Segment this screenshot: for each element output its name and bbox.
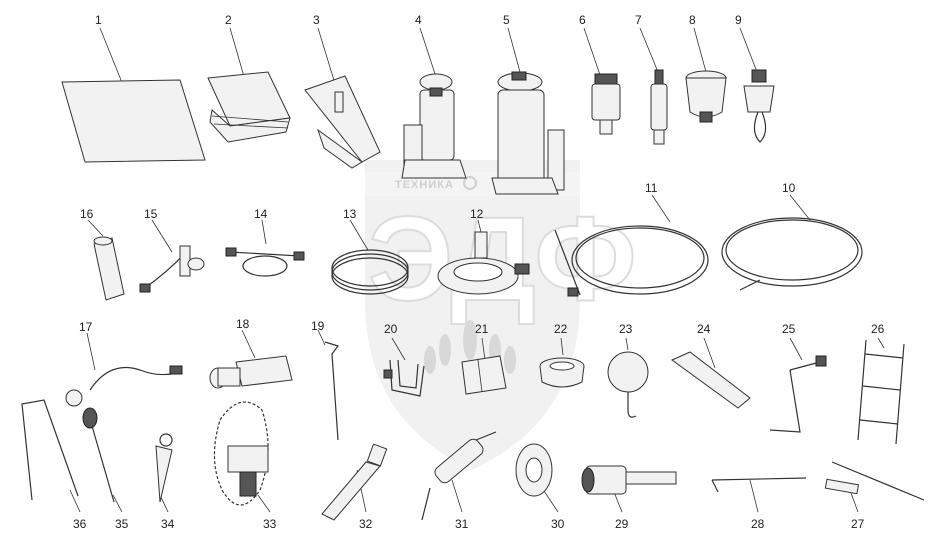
- part-4-hydraulic-jack: [401, 73, 467, 179]
- part-35-brush: [82, 407, 115, 503]
- part-16-cylinder: [93, 236, 125, 301]
- part-29-cylinder-tool: [581, 465, 677, 495]
- label-21: 21: [475, 322, 489, 336]
- part-18-pipe: [209, 355, 293, 389]
- label-28: 28: [751, 517, 765, 531]
- part-12-ring-nozzle: [437, 231, 530, 295]
- part-7-cylinder: [650, 69, 668, 145]
- label-9: 9: [735, 13, 742, 27]
- label-18: 18: [236, 317, 250, 331]
- watermark-top-text: ТЕХНИКА: [395, 179, 454, 191]
- part-19-rod: [324, 341, 339, 441]
- label-31: 31: [455, 517, 469, 531]
- watermark: ТЕХНИКА ЭДФ: [365, 160, 638, 470]
- part-6-filter: [591, 73, 621, 135]
- label-29: 29: [615, 517, 629, 531]
- label-1: 1: [95, 13, 102, 27]
- number-labels: 1 2 3 4 5 6 7 8 9 10 11 12 13 14 15 16 1…: [73, 13, 885, 531]
- label-20: 20: [384, 322, 398, 336]
- part-9-cap: [743, 69, 775, 143]
- label-35: 35: [115, 517, 129, 531]
- label-8: 8: [689, 13, 696, 27]
- label-24: 24: [697, 322, 711, 336]
- label-14: 14: [254, 207, 268, 221]
- label-11: 11: [645, 181, 658, 195]
- label-19: 19: [311, 319, 325, 333]
- label-30: 30: [551, 517, 565, 531]
- label-10: 10: [782, 181, 796, 195]
- part-14-hose-small: [225, 247, 305, 277]
- part-34-spike: [155, 433, 173, 503]
- part-2-pad-stack: [207, 71, 291, 143]
- watermark-logo: ЭДФ: [368, 192, 637, 326]
- part-20-clamp: [383, 359, 425, 397]
- part-31-grease-gun: [421, 431, 497, 521]
- label-22: 22: [554, 322, 568, 336]
- label-27: 27: [851, 517, 865, 531]
- label-26: 26: [871, 322, 885, 336]
- label-36: 36: [73, 517, 87, 531]
- part-23-ball-hook: [607, 351, 649, 418]
- part-11-hose: [554, 225, 709, 297]
- part-27-rod: [824, 461, 925, 501]
- gear-icon: [463, 176, 477, 190]
- part-13-hose: [331, 249, 409, 295]
- part-24-channel: [671, 351, 751, 409]
- part-22-ring: [539, 357, 585, 388]
- part-28-long-rod: [711, 477, 807, 493]
- part-17-cable: [65, 365, 183, 407]
- label-4: 4: [415, 13, 422, 27]
- part-33-chain-jack: [213, 401, 269, 506]
- label-5: 5: [503, 13, 510, 27]
- label-17: 17: [79, 320, 93, 334]
- label-2: 2: [225, 13, 232, 27]
- label-33: 33: [263, 517, 277, 531]
- part-1-sheet: [61, 79, 206, 163]
- label-12: 12: [470, 207, 484, 221]
- label-34: 34: [161, 517, 175, 531]
- part-3-bracket-plate: [304, 75, 381, 169]
- part-15-valve: [139, 245, 205, 293]
- label-32: 32: [359, 517, 373, 531]
- part-32-bolt: [321, 443, 388, 521]
- label-13: 13: [343, 207, 357, 221]
- part-25-wrench: [769, 355, 827, 433]
- part-26-ladder: [857, 339, 905, 445]
- label-23: 23: [619, 322, 633, 336]
- label-25: 25: [782, 322, 796, 336]
- part-36-u-bar: [21, 399, 79, 501]
- label-6: 6: [579, 13, 586, 27]
- label-16: 16: [80, 207, 94, 221]
- label-3: 3: [313, 13, 320, 27]
- label-15: 15: [144, 207, 158, 221]
- part-8-cup: [685, 70, 727, 123]
- wheat-icon: [424, 320, 516, 374]
- part-30-hub: [515, 443, 553, 497]
- part-21-sleeve: [461, 355, 507, 395]
- part-5-hydraulic-jack-large: [491, 71, 565, 195]
- part-10-hose: [721, 217, 863, 291]
- label-7: 7: [635, 13, 642, 27]
